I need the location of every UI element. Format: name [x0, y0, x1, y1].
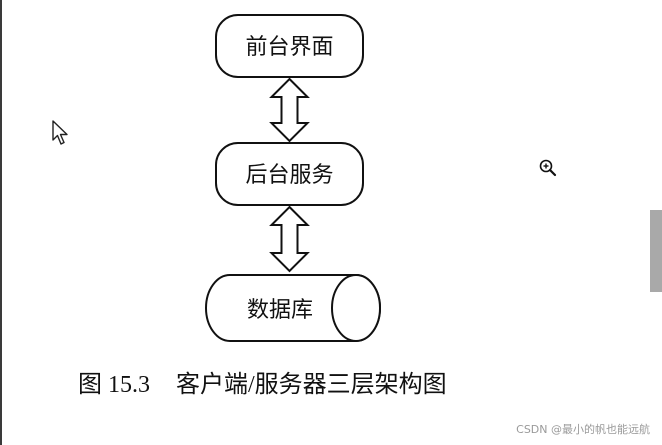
- figure-number: 图 15.3: [78, 372, 150, 398]
- double-arrow-backend-database: [269, 205, 310, 273]
- node-frontend-label: 前台界面: [245, 35, 333, 60]
- watermark: CSDN @最小的帆也能远航: [516, 423, 650, 436]
- left-border: [0, 0, 2, 445]
- node-database-label: 数据库: [247, 298, 313, 323]
- mouse-pointer-icon: [52, 120, 68, 145]
- node-backend: 后台服务: [215, 142, 364, 206]
- zoom-in-icon[interactable]: [538, 158, 558, 178]
- node-backend-label: 后台服务: [245, 163, 333, 188]
- figure-title: 客户端/服务器三层架构图: [176, 372, 447, 398]
- double-arrow-frontend-backend: [269, 77, 310, 143]
- figure-caption: 图 15.3 客户端/服务器三层架构图: [78, 364, 447, 399]
- node-database: 数据库: [205, 274, 381, 342]
- scrollbar-thumb[interactable]: [650, 210, 662, 292]
- node-frontend: 前台界面: [215, 14, 364, 78]
